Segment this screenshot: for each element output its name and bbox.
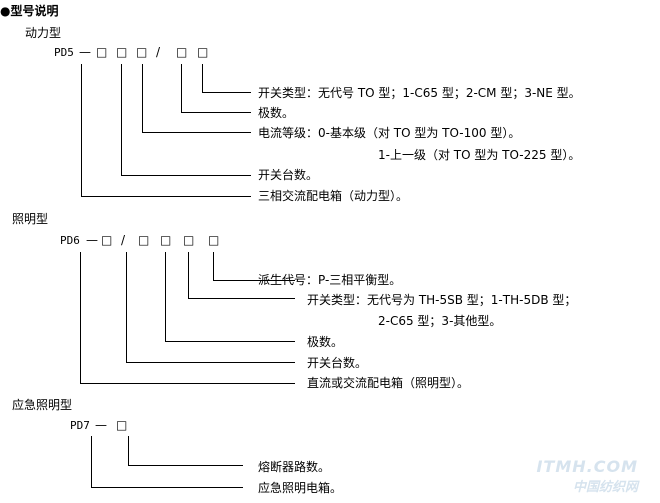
pd6-box-3: □ <box>160 233 172 247</box>
pd5-code-prefix: PD5 <box>54 46 74 59</box>
pd6-connector-3 <box>165 252 295 342</box>
pd6-desc-distribution-box: 直流或交流配电箱（照明型）。 <box>307 376 470 390</box>
pd6-desc-switch-count: 开关台数。 <box>307 356 368 370</box>
pd5-dash: — <box>79 45 91 59</box>
pd5-desc-poles: 极数。 <box>258 106 295 120</box>
pd5-desc-distribution-box: 三相交流配电箱（动力型）。 <box>258 189 409 203</box>
pd7-box-1: □ <box>116 418 128 432</box>
pd5-connector-5 <box>81 64 251 197</box>
pd5-box-2: □ <box>116 45 128 59</box>
pd6-code-prefix: PD6 <box>60 234 80 247</box>
pd6-desc-switch-type-2: 2-C65 型；3-其他型。 <box>378 314 502 328</box>
pd5-box-1: □ <box>96 45 108 59</box>
pd7-code-prefix: PD7 <box>70 419 90 432</box>
pd5-connector-2 <box>181 64 251 113</box>
pd7-dash: — <box>95 418 107 432</box>
pd7-connector-2 <box>91 436 243 488</box>
pd6-connector-4 <box>126 252 295 363</box>
pd6-box-5: □ <box>208 233 220 247</box>
emergency-type-title: 应急照明型 <box>12 398 73 412</box>
pd6-connector-2 <box>188 252 295 299</box>
pd6-dash: — <box>86 233 98 247</box>
pd5-desc-current-grade-2: 1-上一级（对 TO 型为 TO-225 型）。 <box>378 148 581 162</box>
pd7-desc-emergency-box: 应急照明电箱。 <box>258 481 343 495</box>
pd6-desc-switch-type: 开关类型：无代号为 TH-5SB 型；1-TH-5DB 型； <box>307 293 577 307</box>
pd6-desc-derived-code: 派生代号：P-三相平衡型。 <box>258 273 402 287</box>
pd5-slash: / <box>156 45 161 59</box>
pd6-box-2: □ <box>138 233 150 247</box>
pd5-connector-4 <box>121 64 251 176</box>
pd6-desc-poles: 极数。 <box>307 335 344 349</box>
pd7-desc-fuse-count: 熔断器路数。 <box>258 460 331 474</box>
pd5-box-grade: □ <box>136 45 148 59</box>
pd6-slash: / <box>121 233 126 247</box>
pd6-box-4: □ <box>183 233 195 247</box>
pd5-box-3: □ <box>176 45 188 59</box>
pd5-connector-1 <box>202 64 251 93</box>
section-heading: ●型号说明 <box>0 4 59 18</box>
pd5-desc-switch-count: 开关台数。 <box>258 168 319 182</box>
watermark-line-2: 中国纺织网 <box>572 480 638 495</box>
watermark-line-1: ITMH.COM <box>536 457 638 476</box>
pd5-connector-3 <box>142 64 251 133</box>
pd6-connector-5 <box>80 252 295 384</box>
site-watermark: ITMH.COM 中国纺织网 <box>536 457 638 495</box>
power-type-title: 动力型 <box>25 26 62 40</box>
pd5-desc-current-grade: 电流等级：0-基本级（对 TO 型为 TO-100 型）。 <box>258 126 521 140</box>
pd5-desc-switch-type: 开关类型：无代号 TO 型；1-C65 型；2-CM 型；3-NE 型。 <box>258 86 581 100</box>
pd6-box-1: □ <box>101 233 113 247</box>
pd7-connector-1 <box>128 436 243 466</box>
lighting-type-title: 照明型 <box>12 212 49 226</box>
pd6-connector-1 <box>213 252 295 281</box>
pd5-box-4: □ <box>197 45 209 59</box>
